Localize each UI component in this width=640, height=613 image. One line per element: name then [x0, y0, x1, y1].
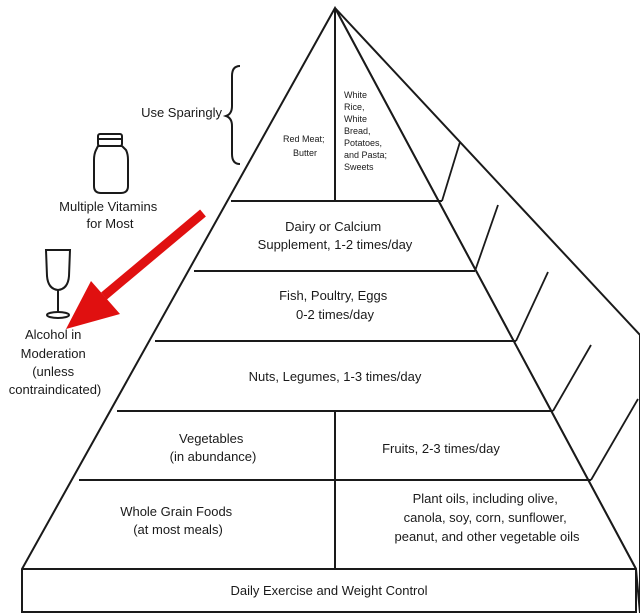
use-sparingly-label: Use Sparingly	[141, 105, 222, 120]
vegetables-text: Vegetables (in abundance)	[170, 431, 257, 464]
alcohol-label: Alcohol in Moderation (unless contraindi…	[9, 327, 102, 397]
tier-lines	[22, 8, 636, 570]
side-face-edges	[441, 141, 639, 481]
svg-text:White Rice, White: White Rice, White Bread, Potatoes, and P…	[344, 90, 390, 172]
dairy-tier-text: Dairy or Calcium Supplement, 1-2 times/d…	[258, 219, 413, 252]
base-text: Daily Exercise and Weight Control	[230, 583, 427, 598]
vitamins-label: Multiple Vitamins for Most	[59, 199, 161, 231]
fruits-text: Fruits, 2-3 times/day	[382, 441, 500, 456]
fish-tier-text: Fish, Poultry, Eggs 0-2 times/day	[279, 288, 391, 322]
oils-text: Plant oils, including olive, canola, soy…	[394, 491, 580, 544]
nuts-tier-text: Nuts, Legumes, 1-3 times/day	[249, 369, 422, 384]
pyramid-front-face	[21, 5, 637, 613]
grains-text: Whole Grain Foods (at most meals)	[120, 504, 236, 537]
red-arrow	[66, 209, 206, 329]
apex-right-line-2: Rice,	[344, 102, 365, 112]
apex-left-line-2: Butter	[293, 148, 317, 158]
apex-right-text: White Rice, White Bread, Potatoes, and P…	[344, 90, 390, 172]
apex-right-line-4: Bread,	[344, 126, 371, 136]
vitamin-bottle-icon	[93, 133, 129, 194]
apex-right-line-5: Potatoes,	[344, 138, 382, 148]
apex-left-text: Red Meat; Butter	[283, 134, 327, 158]
wine-glass-icon	[44, 249, 72, 319]
apex-right-line-6: and Pasta;	[344, 150, 387, 160]
apex-right-line-1: White	[344, 90, 367, 100]
apex-right-line-3: White	[344, 114, 367, 124]
apex-left-line-1: Red Meat;	[283, 134, 325, 144]
svg-text:Red Meat; Butter: Red Meat; Butter	[283, 134, 327, 158]
apex-right-line-7: Sweets	[344, 162, 374, 172]
sparingly-brace	[222, 65, 241, 165]
